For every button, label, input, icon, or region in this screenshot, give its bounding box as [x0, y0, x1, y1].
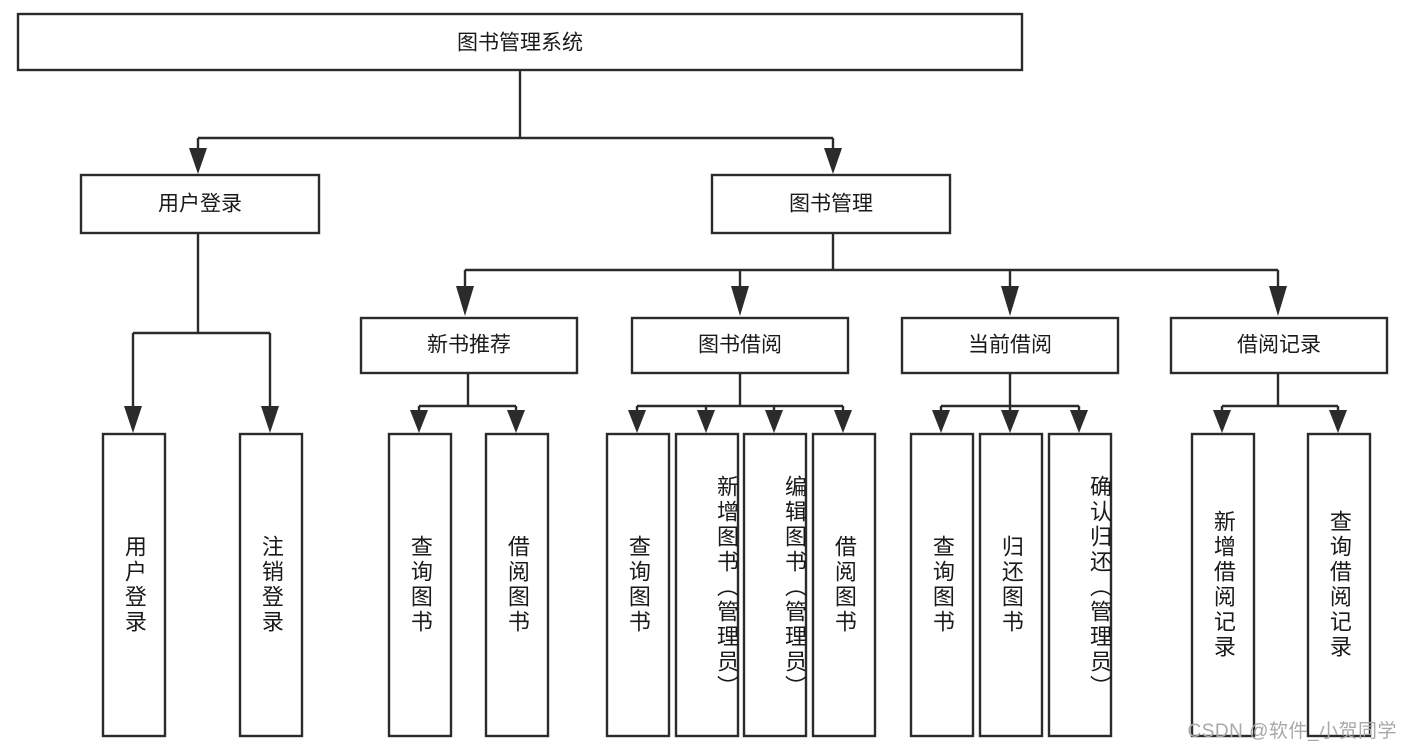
connector-userlogin-to-leaves	[124, 233, 279, 433]
connector-borrowrecords-to-leaves	[1213, 373, 1347, 433]
connector-bookborrow-to-leaves	[628, 373, 852, 433]
leaf-box-bookborrow-4[interactable]	[811, 432, 877, 738]
node-new-book-recommend-label: 新书推荐	[427, 334, 511, 357]
connector-currentborrow-to-leaves	[932, 373, 1088, 433]
node-book-borrow-label: 图书借阅	[698, 334, 782, 357]
leaf-box-user-login-1[interactable]	[101, 432, 167, 738]
connector-newbook-to-leaves	[410, 373, 525, 433]
leaf-box-currentborrow-1[interactable]	[909, 432, 975, 738]
leaf-box-bookborrow-2[interactable]	[674, 432, 740, 738]
leaf-box-bookborrow-1[interactable]	[605, 432, 671, 738]
leaf-box-borrowrecords-2[interactable]	[1306, 432, 1372, 738]
leaf-box-newbook-2[interactable]	[484, 432, 550, 738]
leaf-box-user-login-2[interactable]	[238, 432, 304, 738]
node-user-login[interactable]: 用户登录	[79, 173, 321, 235]
node-user-login-label: 用户登录	[158, 193, 242, 216]
leaf-box-bookborrow-3[interactable]	[742, 432, 808, 738]
node-root-label: 图书管理系统	[457, 32, 583, 55]
connector-root-to-level2	[189, 70, 842, 174]
leaf-box-currentborrow-2[interactable]	[978, 432, 1044, 738]
node-book-borrow[interactable]: 图书借阅	[630, 316, 850, 375]
watermark-text: CSDN @软件_小贺同学	[1187, 721, 1397, 742]
connector-bookmgmt-to-level3	[456, 233, 1287, 316]
node-borrow-records-label: 借阅记录	[1237, 334, 1321, 357]
node-root[interactable]: 图书管理系统	[16, 12, 1024, 72]
node-book-management-label: 图书管理	[789, 193, 873, 216]
leaf-box-newbook-1[interactable]	[387, 432, 453, 738]
node-new-book-recommend[interactable]: 新书推荐	[359, 316, 579, 375]
node-borrow-records[interactable]: 借阅记录	[1169, 316, 1389, 375]
leaf-box-borrowrecords-1[interactable]	[1190, 432, 1256, 738]
node-current-borrow-label: 当前借阅	[968, 334, 1052, 357]
node-book-management[interactable]: 图书管理	[710, 173, 952, 235]
node-current-borrow[interactable]: 当前借阅	[900, 316, 1120, 375]
leaf-box-currentborrow-3[interactable]	[1047, 432, 1113, 738]
